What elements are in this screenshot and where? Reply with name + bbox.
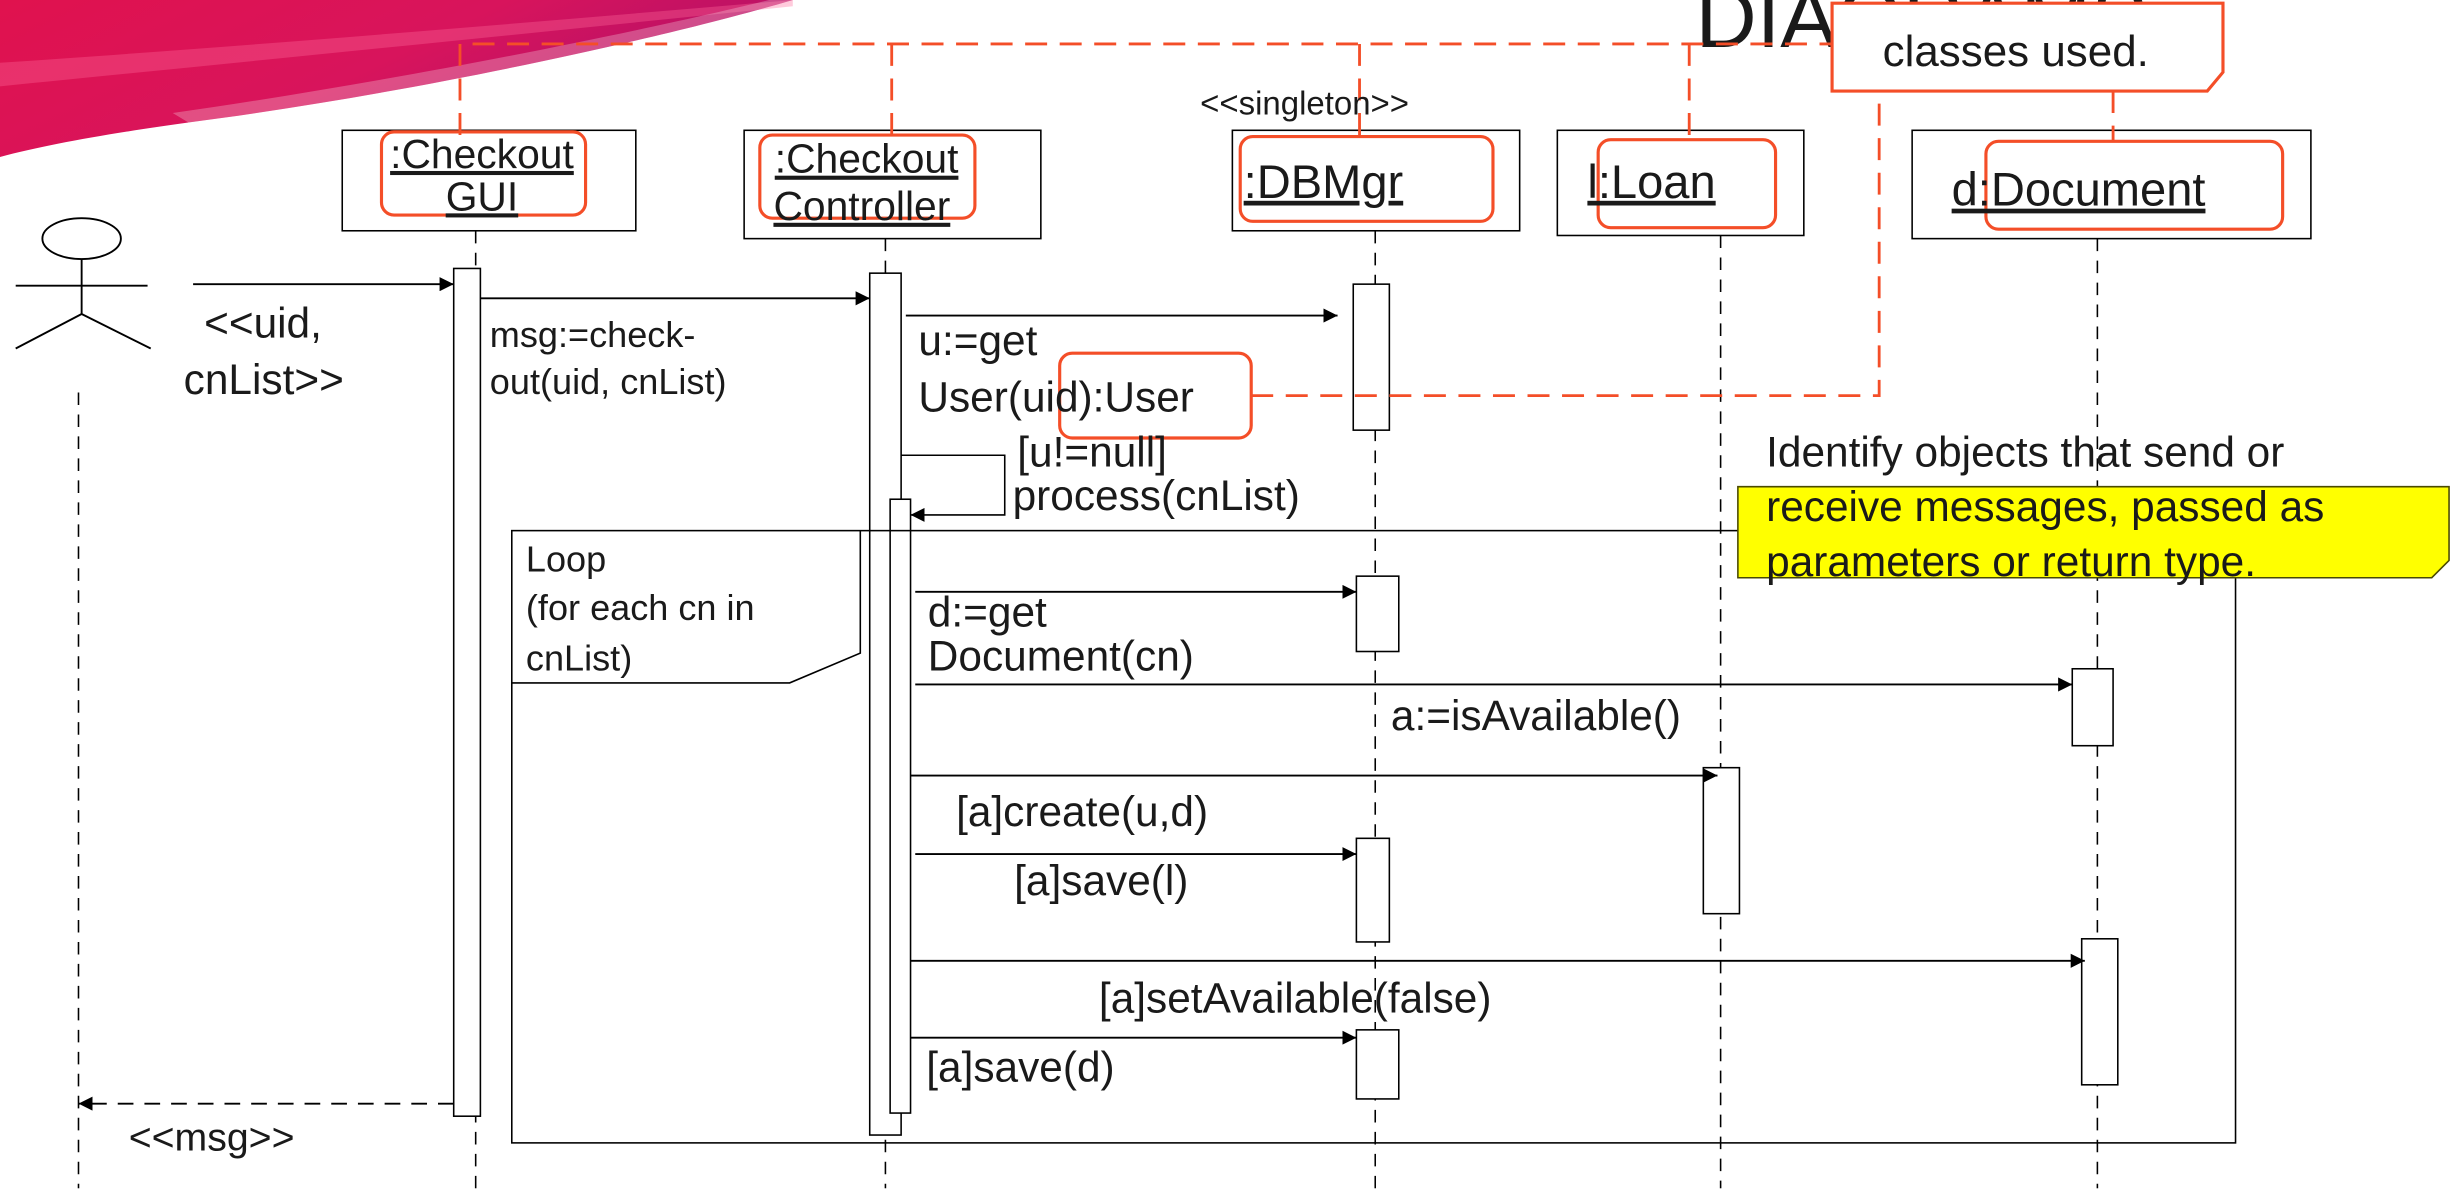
highlight-boxes	[379, 130, 2285, 440]
callout-identify-objects: Identify objects that send or receive me…	[1737, 428, 2450, 585]
self-call-arrow	[901, 454, 1006, 522]
is-available-label: a:=isAvailable()	[1391, 692, 1681, 739]
return-msg-label: <<msg>>	[129, 1116, 295, 1160]
loop-line3: cnList)	[526, 637, 632, 678]
set-available-label: [a]setAvailable(false)	[1099, 975, 1492, 1022]
document-label: d:Document	[1952, 163, 2206, 216]
note-line3: parameters or return type.	[1766, 538, 2256, 585]
uid-cnlist-line2: cnList>>	[184, 356, 344, 403]
save-loan-label: [a]save(l)	[1014, 857, 1188, 904]
slide-banner	[0, 0, 793, 157]
create-label: [a]create(u,d)	[956, 788, 1208, 835]
process-line1: [u!=null]	[1017, 428, 1167, 475]
get-user-line1: u:=get	[918, 317, 1037, 364]
callout-classes-text: classes used.	[1883, 27, 2149, 76]
note-line1: Identify objects that send or	[1766, 428, 2284, 475]
save-doc-label: [a]save(d)	[926, 1044, 1114, 1091]
loop-line1: Loop	[526, 538, 606, 579]
checkout-gui-line2: GUI	[446, 173, 519, 219]
checkout-controller-line2: Controller	[773, 183, 950, 229]
loop-label: Loop (for each cn in cnList)	[526, 538, 755, 678]
uid-cnlist-line1: <<uid,	[204, 300, 322, 347]
loan-label: l:Loan	[1587, 155, 1715, 208]
singleton-stereotype: <<singleton>>	[1200, 85, 1409, 122]
actor-icon	[15, 217, 152, 350]
lifeline-labels: :Checkout GUI :Checkout Controller :DBMg…	[390, 131, 2205, 229]
get-user-line2: User(uid):User	[918, 373, 1193, 420]
note-line2: receive messages, passed as	[1766, 483, 2324, 530]
loop-line2: (for each cn in	[526, 587, 755, 628]
checkout-line2: out(uid, cnList)	[490, 361, 727, 402]
dbmgr-label: :DBMgr	[1244, 155, 1404, 208]
message-arrows	[78, 277, 2085, 1111]
checkout-gui-line1: :Checkout	[390, 131, 574, 177]
checkout-line1: msg:=check-	[490, 314, 696, 355]
loop-frame	[511, 529, 2237, 1144]
callout-classes-used: classes used.	[1830, 1, 2225, 93]
get-document-line2: Document(cn)	[928, 632, 1194, 679]
checkout-controller-line1: :Checkout	[775, 136, 959, 182]
message-labels: <<uid, cnList>> msg:=check- out(uid, cnL…	[129, 300, 1681, 1160]
get-document-line1: d:=get	[928, 588, 1047, 635]
activations	[452, 267, 2119, 1136]
process-line2: process(cnList)	[1013, 472, 1300, 519]
